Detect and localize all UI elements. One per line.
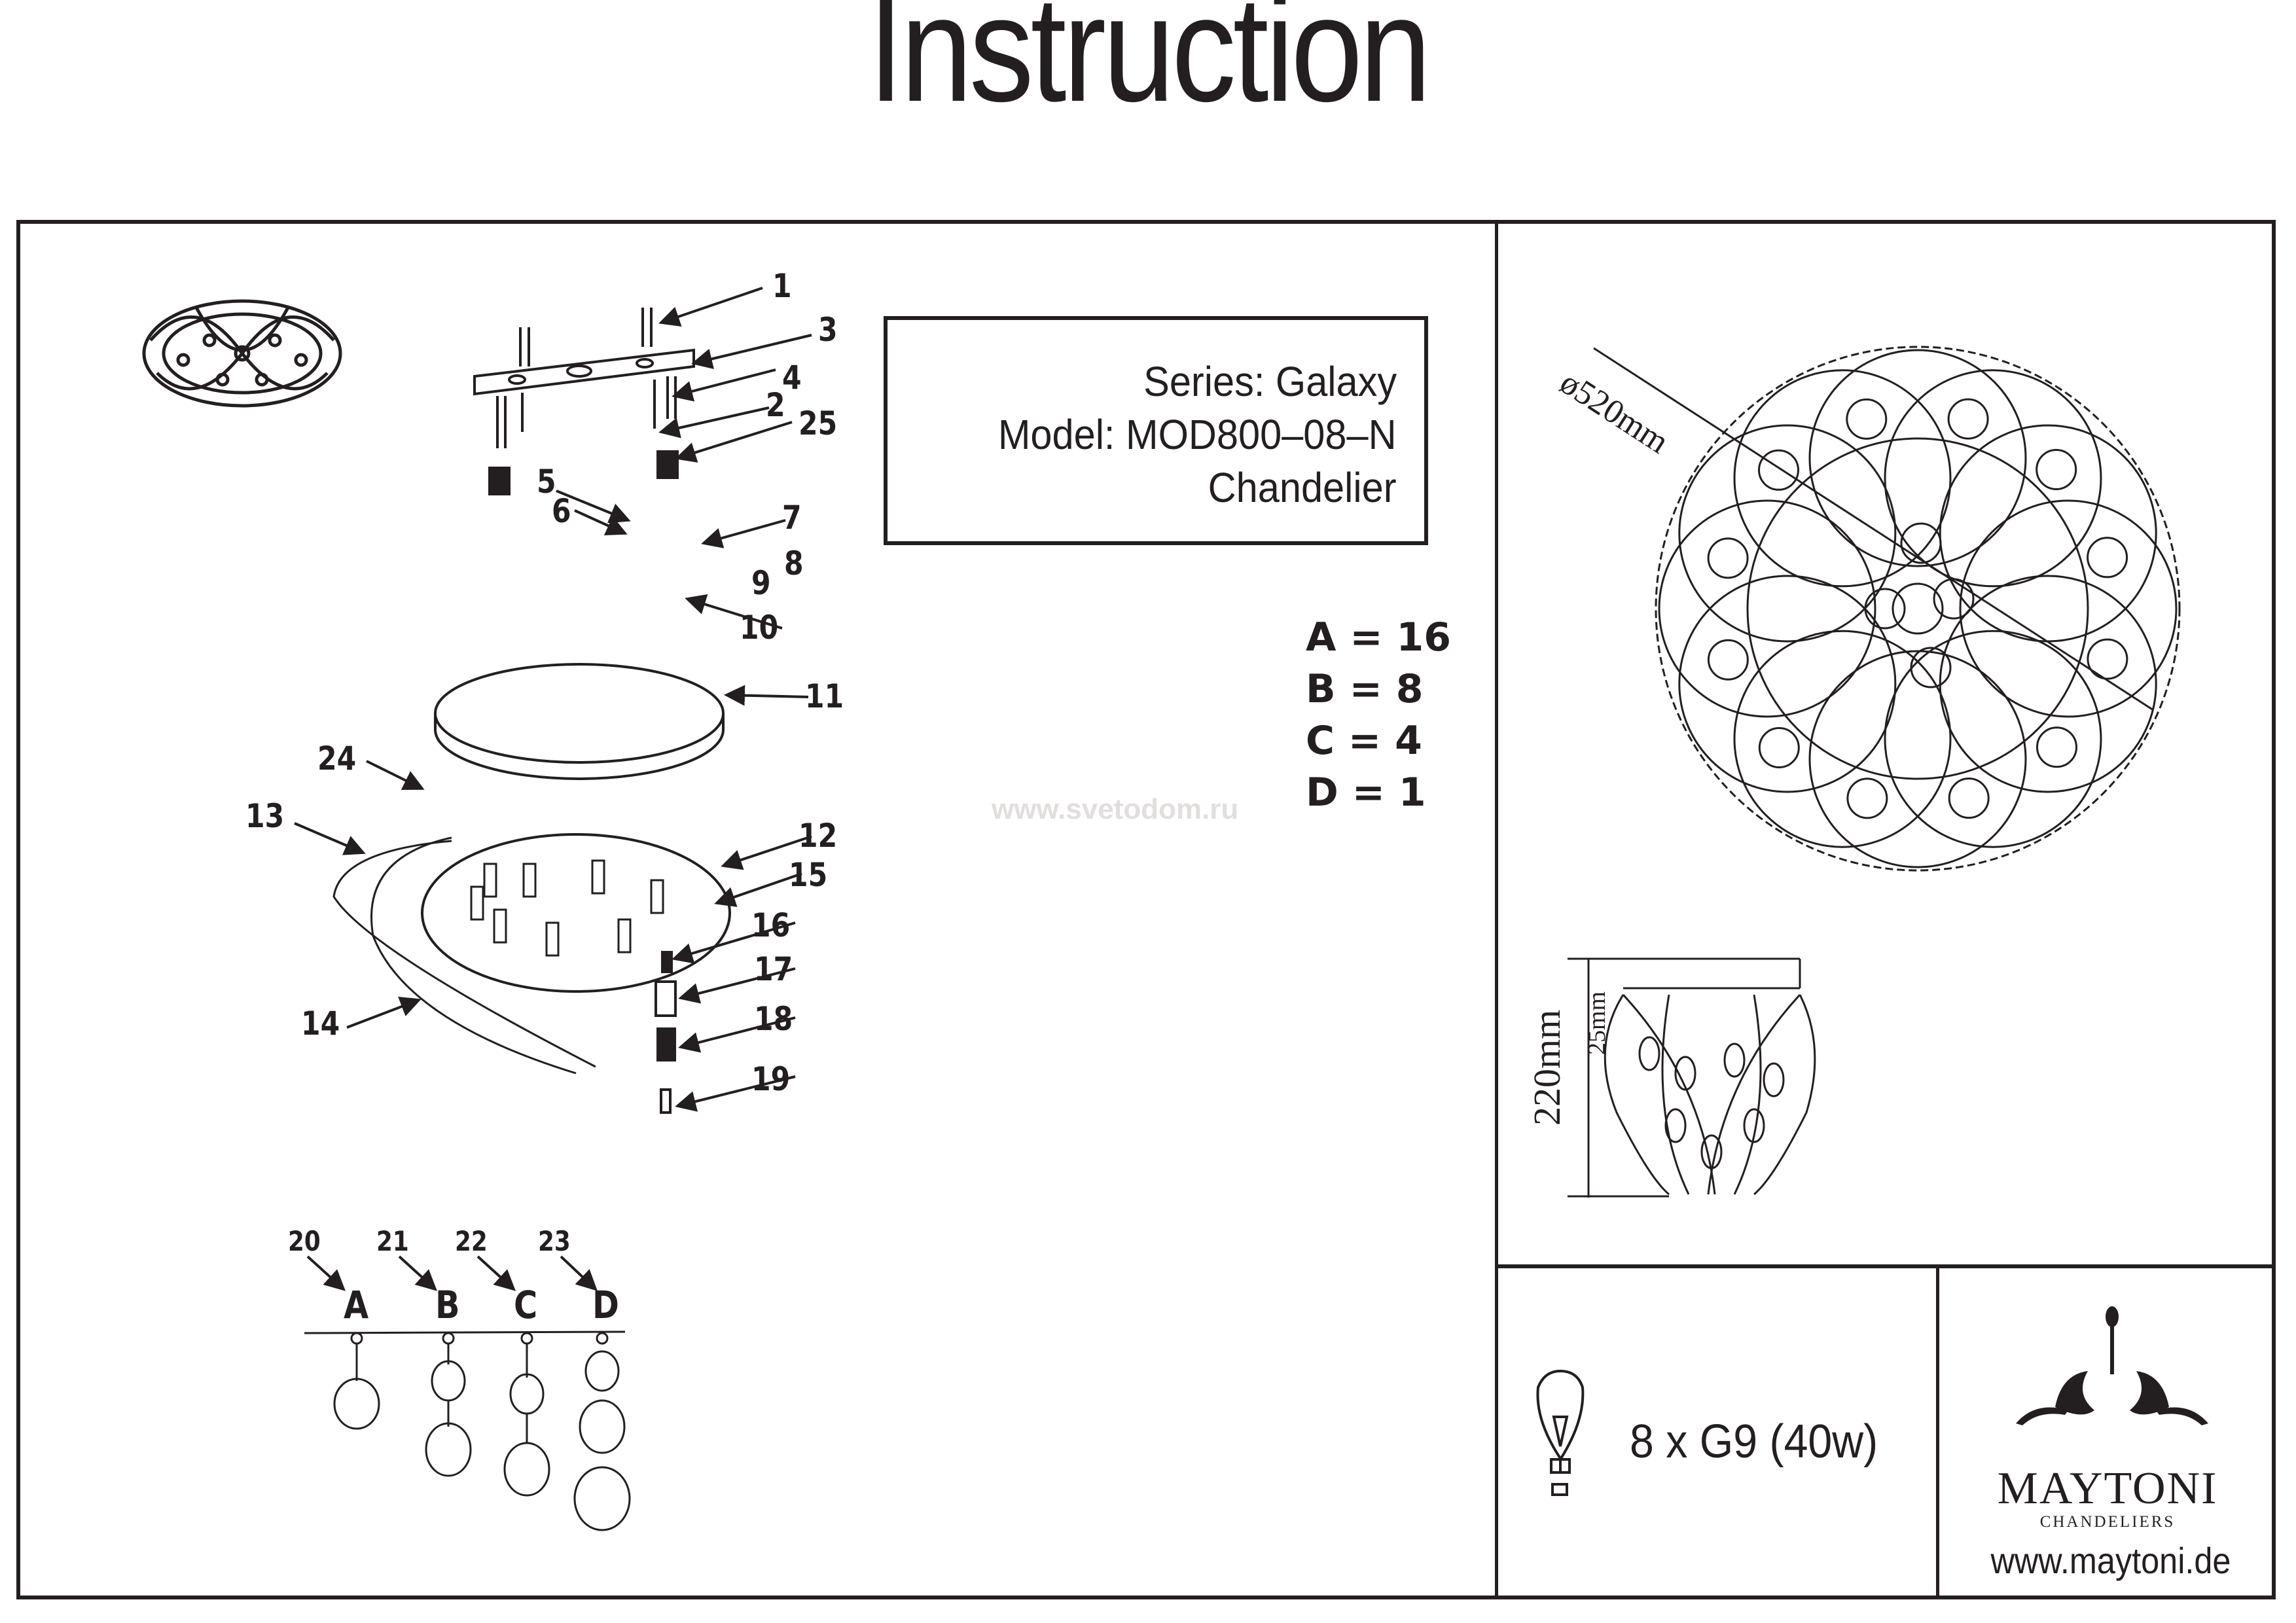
product-info-box: Series: Galaxy Model: MOD800–08–N Chande… bbox=[884, 316, 1428, 545]
brand-subtitle: CHANDELIERS bbox=[2039, 1513, 2176, 1531]
part-label-17: 17 bbox=[754, 950, 793, 988]
crystal-ball bbox=[2036, 726, 2077, 768]
part-label-24: 24 bbox=[317, 740, 357, 777]
part-label-13: 13 bbox=[245, 797, 285, 835]
petal-loop bbox=[1733, 369, 1952, 588]
crystal-ball bbox=[1948, 777, 1990, 819]
petal-loop bbox=[1939, 424, 2157, 643]
crystal-letter-d: D bbox=[592, 1283, 619, 1327]
crystal-ball bbox=[1846, 398, 1888, 440]
part-label-8: 8 bbox=[784, 544, 804, 582]
part-label-4: 4 bbox=[782, 359, 802, 397]
part-label-14: 14 bbox=[301, 1005, 340, 1043]
chandelier-ornament-icon bbox=[2016, 1306, 2208, 1425]
crystal-count-d: D = 1 bbox=[1306, 770, 1426, 815]
light-bulb-icon bbox=[1536, 1369, 1585, 1496]
part-label-21: 21 bbox=[376, 1225, 409, 1257]
page-title: Instruction bbox=[868, 0, 1431, 133]
model-label: Model: MOD800–08–N bbox=[998, 411, 1397, 458]
part-label-18: 18 bbox=[754, 1000, 793, 1038]
part-label-15: 15 bbox=[789, 856, 828, 894]
crystal-ball bbox=[1707, 639, 1749, 681]
crystal-ball bbox=[2087, 537, 2128, 579]
crystal-letter-c: C bbox=[514, 1283, 538, 1327]
bulb-spec: 8 x G9 (40w) bbox=[1630, 1416, 1878, 1468]
mounting-bracket bbox=[473, 308, 695, 495]
crystal-count-a: A = 16 bbox=[1306, 615, 1451, 660]
watermark: www.svetodom.ru bbox=[992, 793, 1239, 825]
panel-divider-vertical bbox=[1495, 220, 1498, 1599]
crystal-ball bbox=[2036, 449, 2077, 490]
crystal-ball bbox=[1758, 727, 1800, 768]
petal-loop bbox=[1884, 369, 2102, 588]
leader-arrows bbox=[294, 287, 812, 1291]
crystal-ball bbox=[1758, 449, 1799, 491]
part-label-23: 23 bbox=[538, 1225, 571, 1257]
petal-loop bbox=[1939, 575, 2157, 793]
part-label-25: 25 bbox=[798, 404, 838, 442]
petal-loop bbox=[1678, 575, 1897, 793]
part-label-22: 22 bbox=[455, 1225, 488, 1257]
crystal-letter-a: A bbox=[344, 1283, 369, 1327]
part-label-7: 7 bbox=[782, 499, 802, 537]
part-label-12: 12 bbox=[798, 817, 838, 855]
part-label-5: 5 bbox=[537, 463, 556, 501]
petal-loop bbox=[1808, 349, 2027, 567]
part-label-2: 2 bbox=[766, 386, 785, 424]
crystal-count-b: B = 8 bbox=[1306, 666, 1424, 712]
crystal-count-c: C = 4 bbox=[1306, 718, 1422, 764]
crystal-ball bbox=[1846, 777, 1888, 819]
canopy-dimension: 25mm bbox=[1583, 991, 1611, 1055]
part-label-11: 11 bbox=[805, 677, 844, 715]
brand-url[interactable]: www.maytoni.de bbox=[1990, 1540, 2231, 1581]
petal-loop bbox=[1678, 424, 1897, 643]
chandelier-thumbnail-icon bbox=[142, 299, 342, 408]
part-label-3: 3 bbox=[818, 311, 838, 349]
height-dimension: 220mm bbox=[1526, 1009, 1568, 1126]
petal-loop bbox=[1884, 630, 2102, 848]
product-type-label: Chandelier bbox=[1208, 464, 1397, 511]
part-label-9: 9 bbox=[751, 564, 771, 602]
petal-loop bbox=[1959, 499, 2178, 718]
canopy-part bbox=[434, 663, 725, 764]
part-label-16: 16 bbox=[751, 906, 791, 944]
crystal-ball bbox=[2087, 638, 2128, 680]
crystal-ball bbox=[1947, 398, 1989, 440]
part-label-6: 6 bbox=[552, 492, 571, 530]
chandelier-side-view bbox=[1568, 957, 1816, 1198]
panel-divider-horizontal bbox=[1495, 1264, 2276, 1268]
part-label-10: 10 bbox=[740, 609, 779, 647]
petal-loop bbox=[1658, 499, 1876, 718]
brand-name: MAYTONI bbox=[1997, 1463, 2218, 1514]
petal-loop bbox=[1733, 630, 1952, 848]
crystal-count-list: A = 16 B = 8 C = 4 D = 1 bbox=[1306, 612, 1451, 819]
crystal-types-diagram bbox=[304, 1330, 631, 1531]
part-label-20: 20 bbox=[288, 1225, 321, 1257]
crystal-letter-b: B bbox=[435, 1283, 460, 1327]
part-label-19: 19 bbox=[751, 1060, 791, 1098]
lamp-holders bbox=[470, 859, 664, 957]
mounting-plate-part bbox=[421, 833, 731, 993]
petal-loop bbox=[1808, 650, 2027, 868]
instruction-frame bbox=[16, 220, 2276, 1599]
chandelier-top-view bbox=[1593, 346, 2181, 872]
footer-divider-vertical bbox=[1936, 1266, 1939, 1599]
crystal-ball bbox=[1707, 537, 1749, 579]
part-label-1: 1 bbox=[772, 267, 792, 305]
series-label: Series: Galaxy bbox=[1143, 358, 1397, 405]
